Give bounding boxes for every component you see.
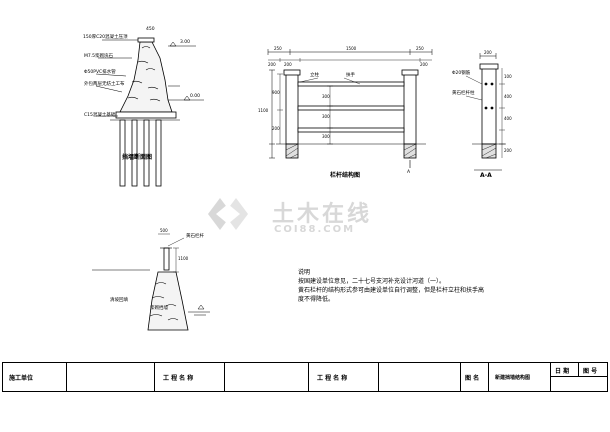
coping-label: 150厚C20混凝土压顶 xyxy=(83,35,128,40)
watermark-sub: COI88.COM xyxy=(274,224,356,235)
notes-line-2: 黄石栏杆的结构形式参可由建设单位自行调整，但是栏杆立柱和扶手高 xyxy=(298,287,485,294)
notes-line-3: 度不得降低。 xyxy=(298,296,335,303)
tb-cell-unit: 施工单位 xyxy=(3,363,67,391)
watermark-logo-icon xyxy=(208,198,248,230)
railing-dim-left-b: 200 xyxy=(272,126,280,131)
railing-elevation xyxy=(267,49,433,168)
lower-height-dim: 1100 xyxy=(178,256,189,261)
tb-cell-date: 日 期 xyxy=(551,363,579,377)
tb-cell-project-1: 工 程 名 称 xyxy=(155,363,225,391)
watermark-text: 土木在线 xyxy=(272,202,373,227)
tb-cell-blank-3 xyxy=(379,363,461,391)
handrail-label: 扶手 xyxy=(346,73,355,78)
aa-top-dim: 200 xyxy=(484,50,492,55)
backfill-label: 清坡回填 xyxy=(110,298,128,303)
tb-drawing-name: 新建挡墙结构图 xyxy=(495,375,531,381)
tb-project-name-2: 工 程 名 称 xyxy=(317,375,348,382)
pile-cap-label: C15混凝土基础 xyxy=(84,113,116,118)
wall-label: 浆砌挡墙 xyxy=(150,306,168,311)
railing-dim-mid-3: 300 xyxy=(322,134,330,139)
railing-dim-mid-1: 300 xyxy=(322,94,330,99)
elevation-top: 3.00 xyxy=(180,40,191,45)
section-aa xyxy=(465,53,506,171)
aa-dim-2: 400 xyxy=(504,94,512,99)
wall-top-dim: 450 xyxy=(146,27,155,32)
elevation-low: 0.00 xyxy=(190,94,201,99)
tb-cell-blank-1 xyxy=(67,363,155,391)
mortar-label: M7.5浆砌块石 xyxy=(84,54,114,59)
railing-dim-mid-2: 300 xyxy=(322,114,330,119)
aa-dim-4: 200 xyxy=(504,148,512,153)
tb-project-name-1: 工 程 名 称 xyxy=(163,375,194,382)
wall-section xyxy=(95,37,204,187)
wall-section-caption: 挡墙断面图 xyxy=(122,154,153,161)
railing-dim-top-3: 250 xyxy=(416,46,424,51)
tb-drawing-label: 图 名 xyxy=(465,375,480,382)
drain-pipe-label: Φ50PVC排水管 xyxy=(84,70,116,75)
geotextile-label: 外包两层无纺土工布 xyxy=(84,82,125,87)
aa-post-label: 黄石栏杆柱 xyxy=(452,91,475,96)
lower-top-dim: 500 xyxy=(160,228,168,233)
tb-cell-project-2: 工 程 名 称 xyxy=(309,363,379,391)
tb-cell-blank-2 xyxy=(225,363,309,391)
railing-dim-sub-1: 200 xyxy=(268,62,276,67)
railing-dim-top-2: 1500 xyxy=(346,46,357,51)
tb-cell-drawing-no: 图 号 xyxy=(579,363,607,377)
watermark: 土木在线 COI88.COM xyxy=(200,190,369,242)
notes-heading: 说明 xyxy=(298,269,311,276)
railing-dim-left-total: 1100 xyxy=(258,108,269,113)
railing-dim-sub-2: 200 xyxy=(284,62,292,67)
notes: 说明 按国建设单位意见，二十七号支河补充设计河道（一）。 黄石栏杆的结构形式参可… xyxy=(298,268,484,304)
tb-cell-drawing-label: 图 名 xyxy=(461,363,489,391)
lower-railing-label: 黄石栏杆 xyxy=(186,234,204,239)
tb-date-label: 日 期 xyxy=(555,368,570,375)
aa-rebar-label: Φ20钢筋 xyxy=(452,71,471,76)
lower-section xyxy=(92,233,210,331)
railing-caption: 栏杆结构图 xyxy=(330,172,361,179)
notes-line-1: 按国建设单位意见，二十七号支河补充设计河道（一）。 xyxy=(298,278,446,285)
railing-dim-left-a: 900 xyxy=(272,90,280,95)
post-label: 立柱 xyxy=(310,73,319,78)
railing-dim-sub-3: 200 xyxy=(420,62,428,67)
tb-construction-unit: 施工单位 xyxy=(9,375,34,382)
tb-cell-drawing-name: 新建挡墙结构图 xyxy=(489,363,551,391)
tb-drawing-no-label: 图 号 xyxy=(583,368,598,375)
aa-caption: A-A xyxy=(480,172,492,179)
aa-dim-1: 100 xyxy=(504,74,512,79)
aa-dim-3: 400 xyxy=(504,116,512,121)
title-block: 施工单位 工 程 名 称 工 程 名 称 图 名 新建挡墙结构图 日 期 图 号 xyxy=(2,362,608,392)
railing-dim-top-1: 250 xyxy=(274,46,282,51)
section-mark-a: A xyxy=(407,170,411,175)
